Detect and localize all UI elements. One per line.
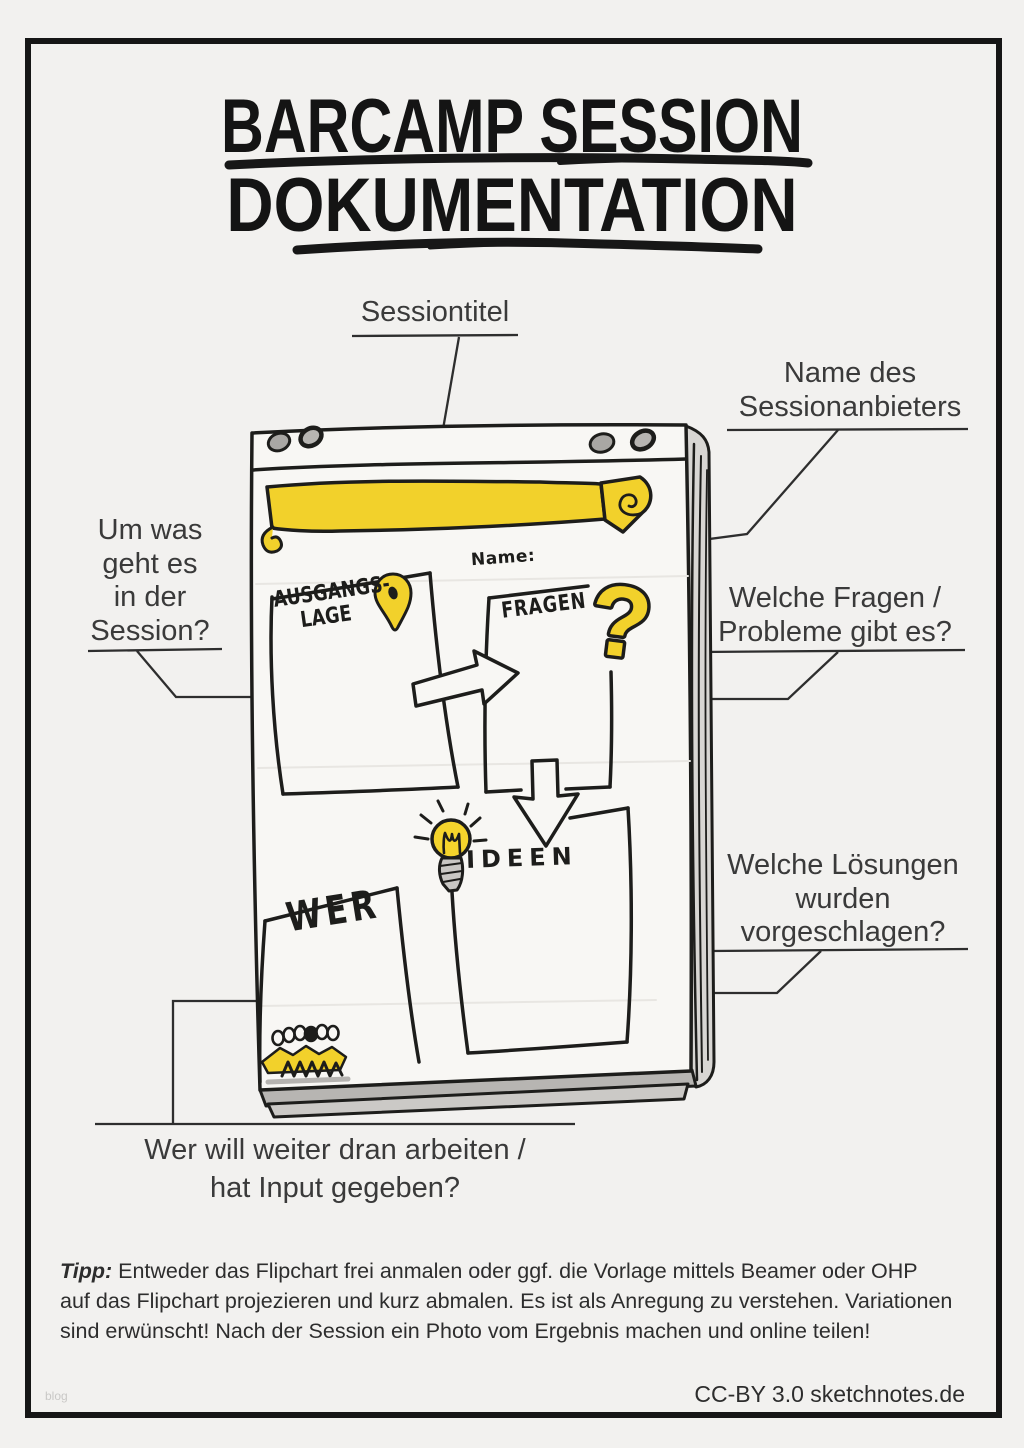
tip-text: Entweder das Flipchart frei anmalen oder…: [60, 1259, 953, 1343]
title-line-2: DOKUMENTATION: [226, 163, 798, 248]
page-frame: [25, 38, 1002, 1418]
page-title: BARCAMP SESSION DOKUMENTATION: [0, 84, 1024, 248]
title-underline: [224, 153, 813, 255]
arrow-right-icon: [411, 649, 520, 708]
license-text: CC-BY 3.0 sketchnotes.de: [694, 1381, 965, 1407]
flipchart-page: [249, 423, 694, 1092]
wer-box: [257, 886, 421, 1084]
annotation-wer-input: Wer will weiter dran arbeiten / hat Inpu…: [144, 1134, 526, 1204]
annotation-sessionanbieter: Name des Sessionanbieters: [738, 357, 962, 423]
annotation-session-thema: Um was geht es in der Session?: [90, 514, 210, 647]
highlight-banner: [260, 475, 653, 554]
underline-sessiontitel: [351, 333, 519, 338]
underline-thema: [87, 647, 223, 653]
tip-paragraph: Tipp: Entweder das Flipchart frei anmale…: [60, 1256, 976, 1346]
crowd-icon: [260, 1023, 351, 1085]
location-pin-icon: [373, 572, 413, 632]
underline-fragen: [699, 648, 966, 654]
loesungen-box: [450, 806, 634, 1055]
paper-holes: [266, 425, 657, 454]
underline-anbieter: [726, 427, 969, 432]
annotation-loesungen: Welche Lösungen wurden vorgeschlagen?: [727, 849, 959, 949]
watermark-text: blog: [45, 1389, 68, 1403]
tip-label: Tipp:: [60, 1259, 113, 1283]
flipchart-ideen-label: IDEEN: [465, 842, 579, 874]
flipchart-sketch: ?: [249, 423, 716, 1119]
lightbulb-icon: [413, 799, 488, 893]
header-line: [251, 457, 688, 472]
arrow-down-icon: [512, 758, 580, 848]
annotation-sessiontitel: Sessiontitel: [360, 296, 510, 328]
underline-loesungen: [709, 947, 969, 953]
annotation-fragen-probleme: Welche Fragen / Probleme gibt es?: [718, 582, 952, 648]
paper-creases: [255, 575, 691, 1007]
title-line-1: BARCAMP SESSION: [221, 84, 803, 169]
